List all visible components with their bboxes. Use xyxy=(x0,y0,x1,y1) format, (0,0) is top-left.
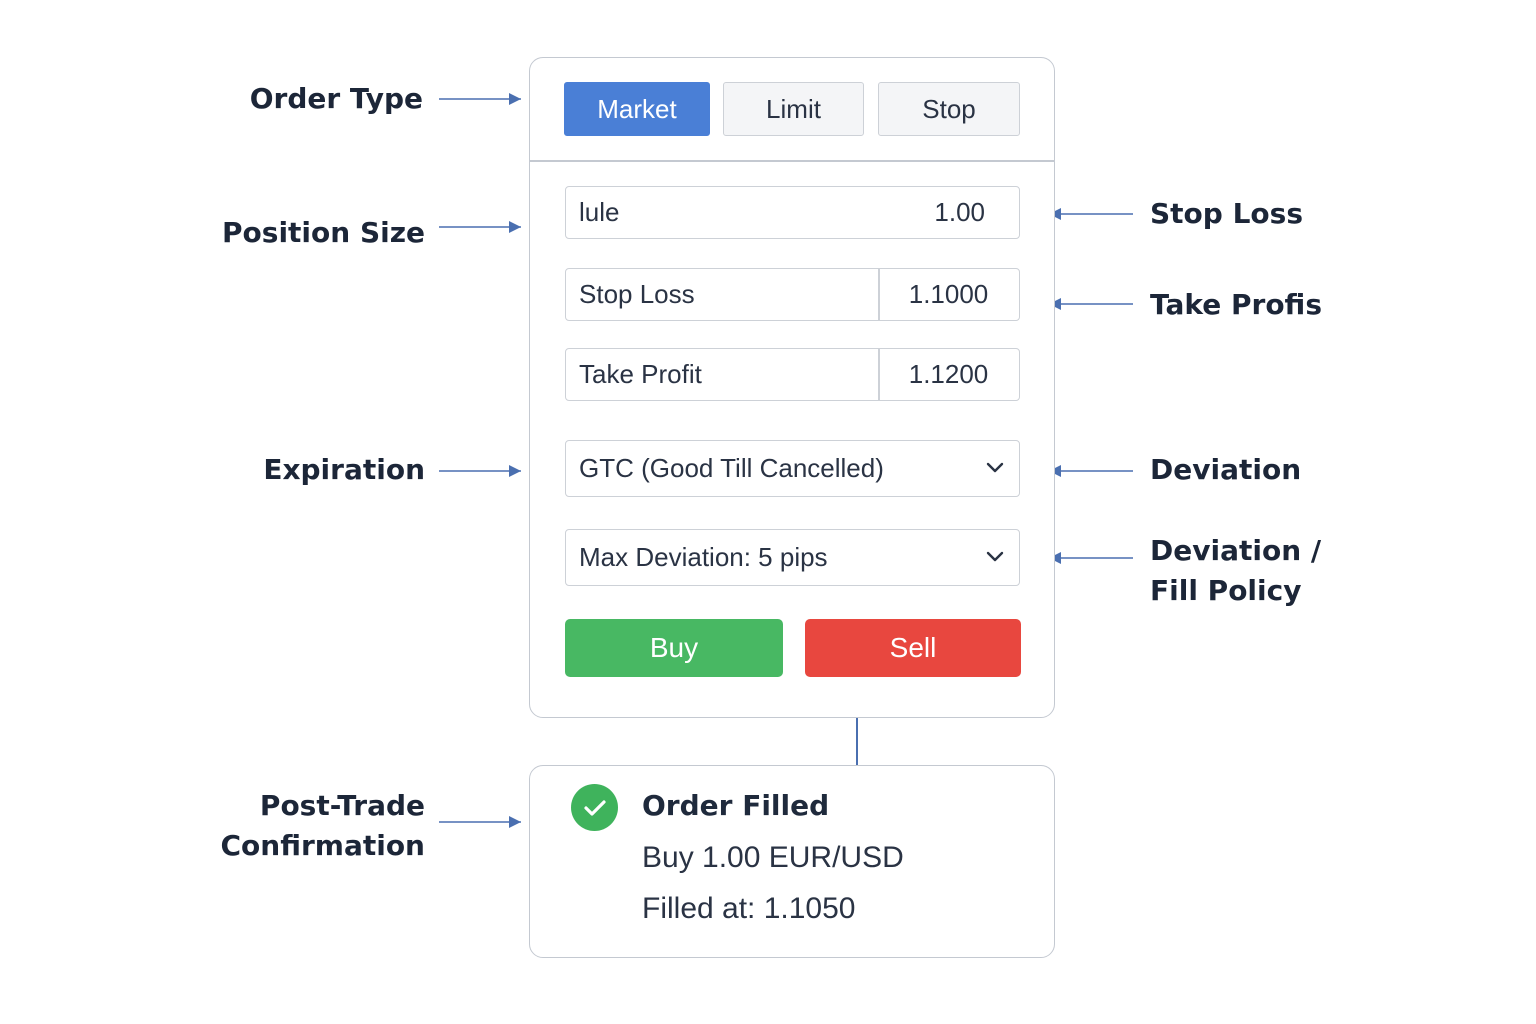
volume-value: 1.00 xyxy=(934,197,985,227)
buy-button[interactable]: Buy xyxy=(565,619,783,677)
annotation-take-profit: Take Profis xyxy=(1150,288,1322,321)
order-panel: Market Limit Stop lule 1.00 Stop Loss 1.… xyxy=(529,57,1055,718)
annotation-position-size: Position Size xyxy=(222,216,425,249)
take-profit-value[interactable]: 1.1200 xyxy=(908,359,989,389)
annotation-post-trade: Post-Trade Confirmation xyxy=(220,786,425,866)
annotation-order-type: Order Type xyxy=(249,82,423,115)
annotation-fill-policy-line2: Fill Policy xyxy=(1150,574,1302,607)
stop-loss-divider xyxy=(878,269,880,320)
expiration-select[interactable]: GTC (Good Till Cancelled) xyxy=(565,440,1020,497)
deviation-select[interactable]: Max Deviation: 5 pips xyxy=(565,529,1020,586)
check-icon xyxy=(571,784,618,831)
annotation-fill-policy-line1: Deviation / xyxy=(1150,534,1322,567)
tabs-divider xyxy=(530,160,1054,162)
tab-market[interactable]: Market xyxy=(564,82,710,136)
stop-loss-label: Stop Loss xyxy=(579,279,695,309)
confirmation-detail: Buy 1.00 EUR/USD xyxy=(642,841,904,874)
volume-field[interactable]: lule 1.00 xyxy=(565,186,1020,239)
tab-limit[interactable]: Limit xyxy=(723,82,864,136)
annotation-fill-policy: Deviation / Fill Policy xyxy=(1150,531,1321,611)
annotation-post-trade-line1: Post-Trade xyxy=(259,789,425,822)
annotation-expiration: Expiration xyxy=(263,453,425,486)
stop-loss-field[interactable]: Stop Loss 1.1000 xyxy=(565,268,1020,321)
confirmation-title: Order Filled xyxy=(642,789,830,822)
sell-button[interactable]: Sell xyxy=(805,619,1021,677)
stop-loss-value[interactable]: 1.1000 xyxy=(908,279,989,309)
volume-label: lule xyxy=(579,197,620,227)
take-profit-divider xyxy=(878,349,880,400)
confirmation-filled-at: Filled at: 1.1050 xyxy=(642,892,856,925)
panel-connector xyxy=(856,718,858,766)
annotation-post-trade-line2: Confirmation xyxy=(220,829,425,862)
deviation-value: Max Deviation: 5 pips xyxy=(579,542,828,572)
order-confirmation-card: Order Filled Buy 1.00 EUR/USD Filled at:… xyxy=(529,765,1055,958)
annotation-deviation: Deviation xyxy=(1150,453,1302,486)
annotation-stop-loss: Stop Loss xyxy=(1150,197,1303,230)
chevron-down-icon xyxy=(986,462,1004,473)
take-profit-label: Take Profit xyxy=(579,359,702,389)
take-profit-field[interactable]: Take Profit 1.1200 xyxy=(565,348,1020,401)
chevron-down-icon xyxy=(986,551,1004,562)
tab-stop[interactable]: Stop xyxy=(878,82,1020,136)
expiration-value: GTC (Good Till Cancelled) xyxy=(579,453,884,483)
